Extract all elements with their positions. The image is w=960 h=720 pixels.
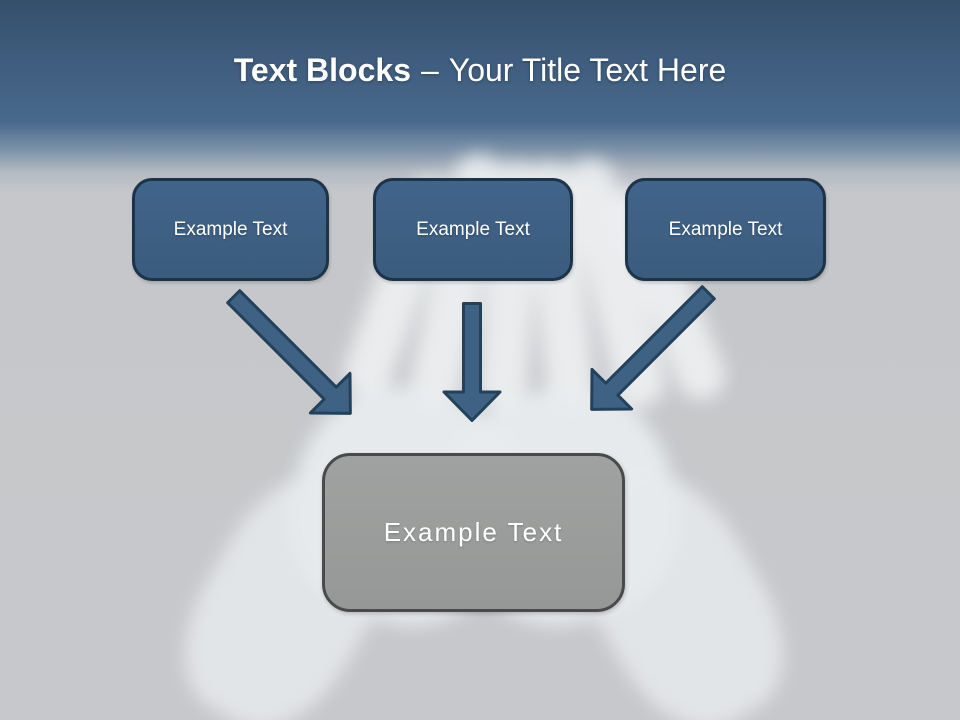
text-block-3[interactable]: Example Text [625, 178, 826, 281]
result-block-label: Example Text [383, 517, 564, 547]
arrow-down-right-icon [226, 289, 352, 415]
text-block-2[interactable]: Example Text [373, 178, 573, 281]
text-block-1-label: Example Text [173, 218, 288, 240]
slide-title-placeholder: Your Title Text Here [448, 52, 727, 88]
arrow-down-icon [442, 302, 502, 422]
arrow-down-left-icon [590, 285, 716, 411]
text-block-1[interactable]: Example Text [132, 178, 329, 281]
text-block-2-label: Example Text [416, 218, 530, 240]
slide-title-bold: Text Blocks [233, 52, 411, 88]
result-block[interactable]: Example Text [322, 453, 625, 612]
slide-title-separator: – [420, 52, 439, 88]
slide-title[interactable]: Text Blocks – Your Title Text Here [0, 52, 960, 89]
text-block-3-label: Example Text [668, 218, 783, 240]
